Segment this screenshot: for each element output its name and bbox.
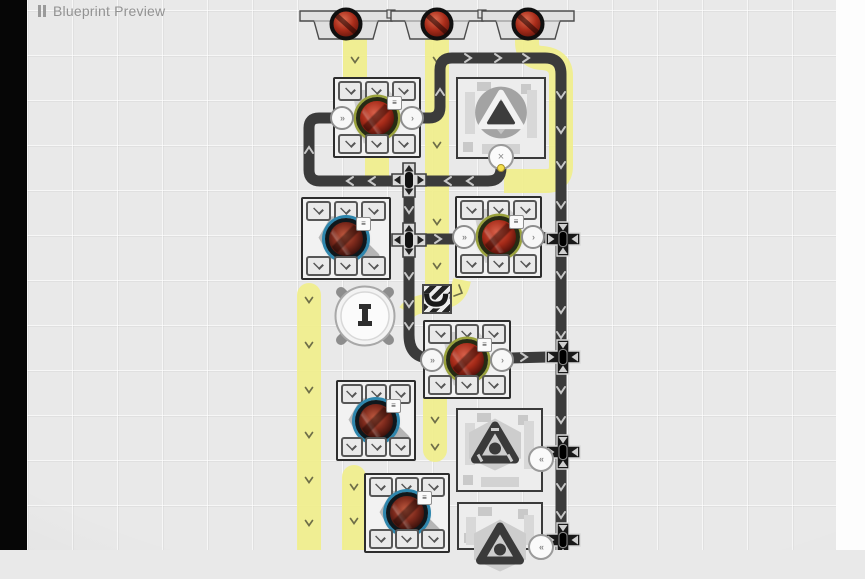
storage-depot-2[interactable]: ‹‹ xyxy=(456,408,554,492)
yellow-route-arrows xyxy=(304,56,464,527)
io-slot xyxy=(421,529,445,549)
io-slot xyxy=(460,200,484,220)
recipe-badge-icon: ≡ xyxy=(386,398,401,413)
recipe-badge-icon: ≡ xyxy=(508,215,524,229)
io-slot xyxy=(513,254,537,274)
io-slot xyxy=(341,437,363,457)
storage-depot-1[interactable]: × xyxy=(456,77,546,172)
belt-junction-black[interactable] xyxy=(545,339,581,375)
depot-output-port: × xyxy=(488,144,514,172)
input-port: ›› xyxy=(452,225,476,249)
input-port: ›› xyxy=(330,105,354,130)
belt-splitter[interactable] xyxy=(391,222,427,258)
triangle-knot-icon xyxy=(470,518,530,579)
io-slot xyxy=(486,254,511,274)
right-letterbox-bar xyxy=(836,0,865,550)
io-slot-row xyxy=(335,134,419,156)
belt-junction-black[interactable] xyxy=(545,221,581,257)
io-slot xyxy=(428,324,453,344)
output-dot xyxy=(497,164,505,172)
left-letterbox-bar xyxy=(0,0,27,550)
output-port: › xyxy=(521,225,545,249)
io-slot xyxy=(361,201,386,221)
smelter-machine-2[interactable]: ≡ ›› › xyxy=(452,196,545,278)
dark-crystal-icon: ≡ xyxy=(386,491,432,534)
depot-input-port: ‹‹ xyxy=(528,534,554,560)
page-title: Blueprint Preview xyxy=(38,3,165,19)
io-slot xyxy=(481,375,506,395)
recipe-badge-icon: ≡ xyxy=(477,337,492,352)
io-slot xyxy=(369,529,393,549)
io-slot xyxy=(338,81,363,101)
io-slot xyxy=(391,134,416,154)
io-slot xyxy=(395,529,419,549)
io-slot xyxy=(306,256,331,276)
belt-underpass-icon[interactable] xyxy=(422,284,452,314)
triangle-knot-icon xyxy=(465,416,525,477)
io-slot xyxy=(338,134,363,154)
output-port: › xyxy=(400,105,424,130)
tower-icon xyxy=(358,304,372,326)
io-slot xyxy=(361,256,386,276)
analyzer-machine-2[interactable]: ≡ xyxy=(336,380,416,461)
io-slot xyxy=(333,256,359,276)
io-slot xyxy=(428,375,453,395)
io-slot xyxy=(454,375,480,395)
output-port: › xyxy=(490,347,514,372)
analyzer-machine-3[interactable]: ≡ xyxy=(364,473,450,553)
io-slot xyxy=(364,134,390,154)
conveyor-belt-arrows xyxy=(304,53,566,520)
io-slot xyxy=(365,437,387,457)
smelter-machine-3[interactable]: ≡ ›› › xyxy=(420,320,514,399)
chevron-down-icon xyxy=(344,83,356,95)
red-ore-icon: ≡ xyxy=(356,95,402,139)
storage-depot-3[interactable]: ‹‹ xyxy=(457,502,554,572)
input-port: ›› xyxy=(420,347,444,372)
conveyor-layer xyxy=(297,7,581,550)
io-slot xyxy=(460,254,484,274)
io-slot xyxy=(306,201,331,221)
input-hopper[interactable] xyxy=(390,7,484,41)
io-slot xyxy=(341,384,363,404)
smelter-machine-1[interactable]: ≡ ›› › xyxy=(330,77,424,158)
io-slot xyxy=(369,477,393,497)
io-slot xyxy=(389,437,411,457)
poi-pedestal[interactable] xyxy=(334,285,396,347)
recipe-badge-icon: ≡ xyxy=(417,491,432,505)
input-hopper[interactable] xyxy=(299,7,393,41)
dark-crystal-icon: ≡ xyxy=(325,216,371,260)
belt-splitter[interactable] xyxy=(391,162,427,198)
recipe-badge-icon: ≡ xyxy=(387,95,402,110)
depot-input-port: ‹‹ xyxy=(528,446,554,472)
page-title-label: Blueprint Preview xyxy=(53,3,166,19)
red-ore-icon: ≡ xyxy=(477,215,524,258)
double-bar-icon xyxy=(38,5,46,17)
recipe-badge-icon: ≡ xyxy=(356,216,371,231)
input-hopper[interactable] xyxy=(481,7,575,41)
triangle-delta-icon xyxy=(472,83,530,146)
analyzer-machine-1[interactable]: ≡ xyxy=(301,197,391,280)
dark-crystal-icon: ≡ xyxy=(355,398,401,442)
